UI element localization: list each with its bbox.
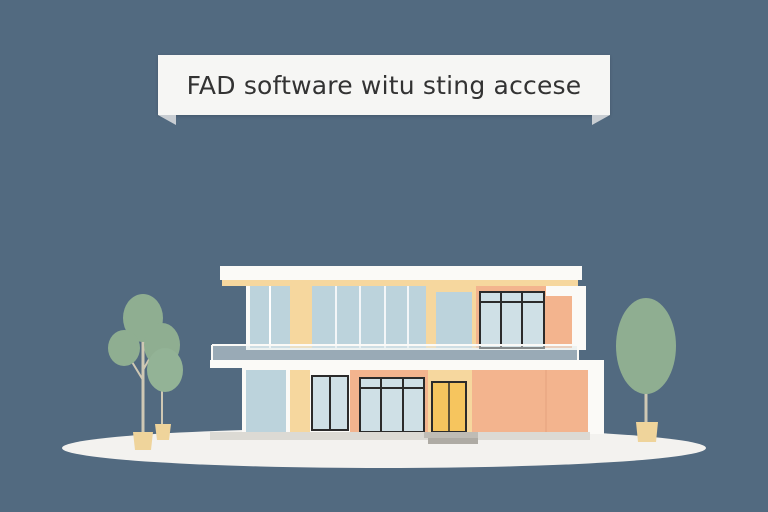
pot-right <box>636 422 658 442</box>
tree-right <box>616 298 676 442</box>
step-1 <box>424 432 478 438</box>
banner-fold-left <box>158 115 176 125</box>
step-2 <box>428 438 478 444</box>
house <box>210 266 604 444</box>
tree-left <box>108 294 183 450</box>
banner-fold-right <box>592 115 610 125</box>
pot-left-2 <box>155 424 171 440</box>
banner-title: FAD software witu sting accese <box>186 70 582 100</box>
pot-left-1 <box>133 432 153 450</box>
title-banner: FAD software witu sting accese <box>158 55 610 115</box>
